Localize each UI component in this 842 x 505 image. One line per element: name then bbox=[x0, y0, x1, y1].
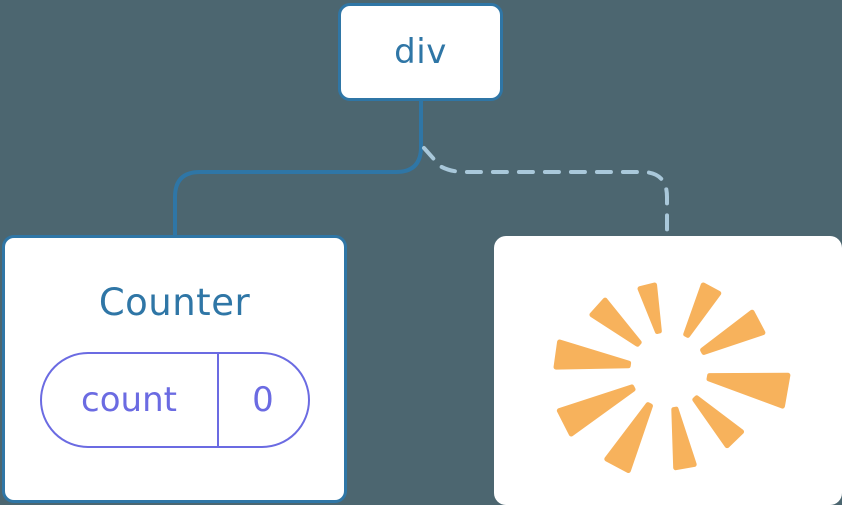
spinner-wedge bbox=[700, 309, 766, 355]
spinner-wedge bbox=[637, 282, 662, 334]
node-div[interactable]: div bbox=[338, 3, 503, 101]
edge-div-to-counter bbox=[173, 99, 423, 239]
spinner-wedge bbox=[683, 282, 722, 338]
spinner-wedge bbox=[553, 339, 632, 370]
sparkle-burst-spinner-icon bbox=[553, 282, 791, 473]
node-spinner[interactable] bbox=[494, 236, 842, 505]
spinner-wedge bbox=[604, 402, 653, 473]
node-counter[interactable]: Counter count 0 bbox=[2, 235, 347, 503]
node-counter-label: Counter bbox=[98, 281, 251, 324]
state-value: 0 bbox=[216, 354, 308, 446]
spinner-wedge bbox=[671, 406, 697, 471]
state-key: count bbox=[81, 380, 177, 420]
node-div-label: div bbox=[394, 32, 447, 72]
edge-div-to-spinner bbox=[422, 146, 669, 240]
spinner-wedge bbox=[692, 395, 745, 449]
spinner-wedge bbox=[706, 372, 791, 409]
state-pill[interactable]: count 0 bbox=[39, 352, 310, 448]
spinner-wedge bbox=[556, 384, 636, 437]
spinner-wedge bbox=[589, 297, 642, 347]
